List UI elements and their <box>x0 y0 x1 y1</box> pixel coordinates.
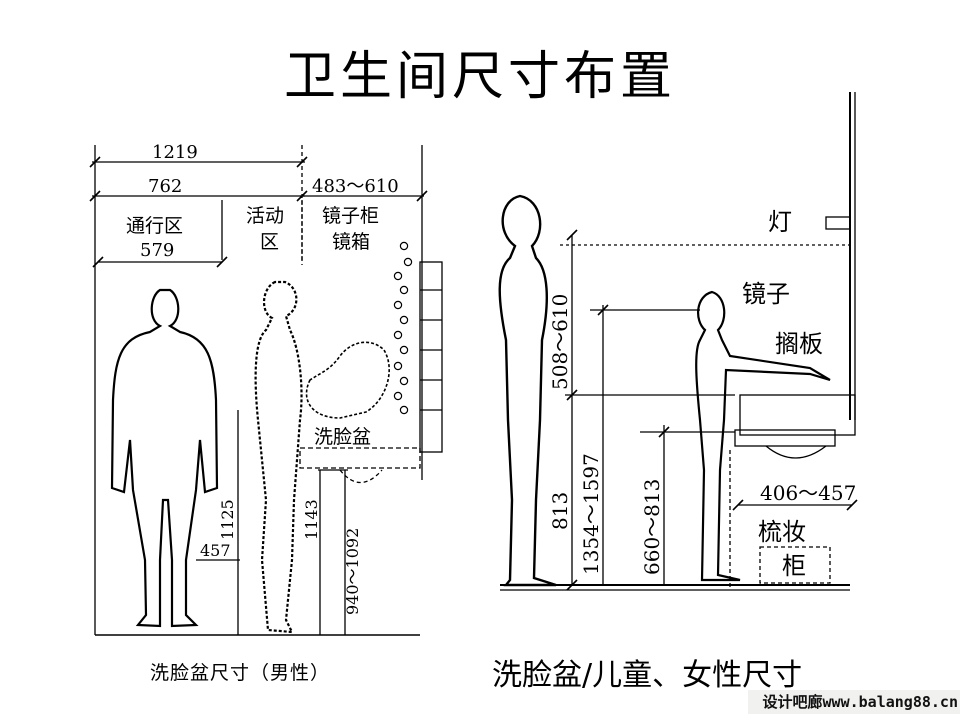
dim-762: 762 <box>148 176 182 197</box>
label-activity-line1: 活动 <box>246 205 284 227</box>
label-passage-area: 通行区 <box>126 215 183 237</box>
dim-660-813: 660～813 <box>640 479 664 575</box>
label-cabinet-line1: 梳妆 <box>758 518 806 546</box>
dim-406-457: 406～457 <box>760 481 856 505</box>
dim-1354-1597: 1354～1597 <box>579 453 603 575</box>
dim-813-adult: 813 <box>548 492 572 530</box>
label-mirror-cabinet-line1: 镜子柜 <box>322 205 379 227</box>
dim-457-left: 457 <box>200 541 231 560</box>
left-caption: 洗脸盆尺寸（男性） <box>150 662 331 684</box>
label-lamp: 灯 <box>768 208 792 236</box>
left-male-basin-diagram <box>89 145 443 636</box>
right-child-female-basin-diagram <box>498 92 858 591</box>
page-title: 卫生间尺寸布置 <box>283 47 676 107</box>
label-activity-line2: 区 <box>260 231 279 253</box>
dim-1219: 1219 <box>152 142 198 163</box>
dim-940-1092: 940～1092 <box>343 528 362 615</box>
right-diagram-text: 灯 镜子 搁板 406～457 梳妆 柜 508～610 813 1354～15… <box>548 208 856 580</box>
dim-508-610: 508～610 <box>548 294 572 390</box>
label-basin: 洗脸盆 <box>314 426 371 448</box>
watermark: 设计吧廊www.balang88.cn <box>748 690 960 714</box>
label-shelf: 搁板 <box>775 330 823 358</box>
label-cabinet-line2: 柜 <box>782 552 806 580</box>
right-caption: 洗脸盆/儿童、女性尺寸 <box>492 658 803 693</box>
label-mirror-cabinet-line2: 镜箱 <box>332 231 370 253</box>
dim-483-610: 483～610 <box>312 176 399 197</box>
left-diagram-text: 1219 762 483～610 通行区 579 活动 区 镜子柜 镜箱 洗脸盆… <box>126 142 399 615</box>
dim-1125: 1125 <box>218 499 237 540</box>
label-mirror: 镜子 <box>742 280 790 308</box>
dim-579: 579 <box>140 240 174 261</box>
dim-1143: 1143 <box>302 499 321 540</box>
